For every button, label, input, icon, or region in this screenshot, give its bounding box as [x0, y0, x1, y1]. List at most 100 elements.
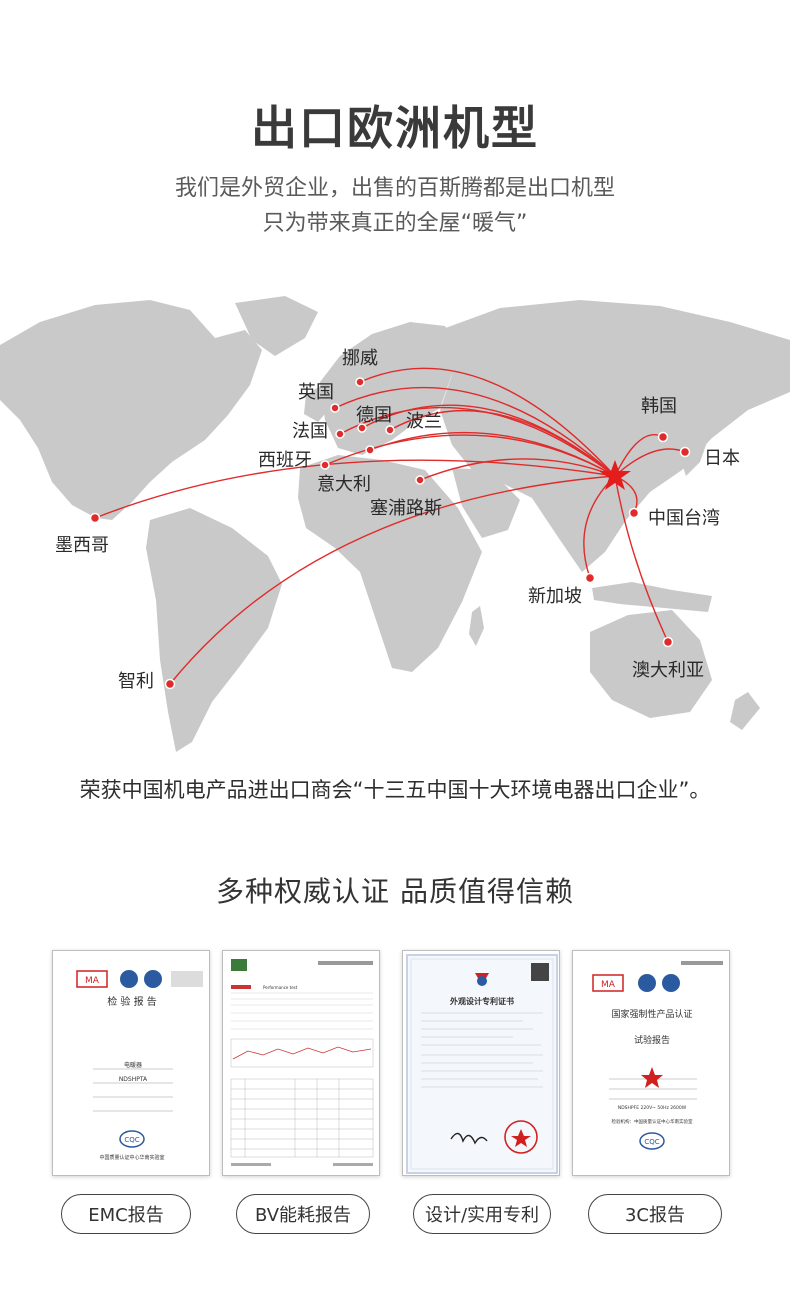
ccc-report-button[interactable]: 3C报告: [588, 1194, 722, 1234]
label-singapore: 新加坡: [528, 586, 582, 607]
svg-text:CQC: CQC: [124, 1136, 139, 1144]
label-italy: 意大利: [317, 474, 371, 495]
emc-product-name: 电暖器: [124, 1061, 142, 1069]
patent-button[interactable]: 设计/实用专利: [413, 1194, 551, 1234]
bv-report-document[interactable]: Performance test: [222, 950, 380, 1176]
landmass-south-america: [146, 508, 282, 752]
landmass-southeast-islands: [592, 582, 712, 612]
bv-doc-title: Performance test: [263, 985, 298, 990]
cma-logo-icon: MA: [76, 970, 108, 988]
dot-chile: [164, 678, 176, 690]
label-cyprus: 塞浦路斯: [370, 498, 442, 519]
cma-logo-icon: MA: [592, 974, 624, 992]
landmass-japan: [680, 408, 712, 476]
route-cyprus: [419, 458, 616, 481]
dot-mexico: [89, 512, 101, 524]
route-endpoints: [89, 377, 691, 690]
label-spain: 西班牙: [258, 450, 312, 471]
landmass-north-america: [0, 300, 262, 520]
ccc-doc-title: 国家强制性产品认证: [611, 1008, 692, 1020]
route-australia: [614, 475, 669, 643]
label-norway: 挪威: [342, 348, 378, 369]
ilac-logo-icon: [120, 970, 138, 988]
world-map: 挪威 英国 法国 德国 波兰 西班牙 意大利 塞浦路斯 墨西哥 智利 韩国 日本…: [0, 296, 790, 752]
label-chile: 智利: [118, 671, 154, 692]
ccc-report-document[interactable]: MA 国家强制性产品认证 试验报告 NDSHPFE 220V~ 50Hz 260…: [572, 950, 730, 1176]
landmass-madagascar: [469, 606, 484, 646]
landmass-asia: [440, 300, 790, 572]
route-singapore: [583, 475, 616, 579]
city-labels: 挪威 英国 法国 德国 波兰 西班牙 意大利 塞浦路斯 墨西哥 智利 韩国 日本…: [55, 348, 740, 692]
emc-doc-title: 检 验 报 告: [107, 995, 157, 1008]
landmass-arabia: [452, 468, 520, 538]
route-japan: [614, 448, 686, 477]
patent-doc-title: 外观设计专利证书: [450, 996, 514, 1006]
label-mexico: 墨西哥: [55, 535, 109, 556]
svg-text:CQC: CQC: [644, 1138, 659, 1146]
landmass-uk: [304, 385, 330, 422]
signature-icon: [450, 1132, 488, 1145]
label-taiwan: 中国台湾: [648, 508, 720, 529]
dot-australia: [662, 636, 674, 648]
dot-italy: [365, 445, 375, 455]
emc-issuer: 中国质量认证中心华南实验室: [99, 1154, 164, 1161]
cnas-logo-icon: [662, 974, 680, 992]
route-uk: [334, 386, 616, 477]
qr-code-icon: [531, 963, 549, 981]
dot-japan: [679, 446, 691, 458]
route-norway: [359, 367, 616, 477]
cqc-logo-icon: CQC: [119, 1130, 145, 1148]
svg-text:MA: MA: [601, 980, 616, 990]
ccc-model: NDSHPFE 220V~ 50Hz 2600W: [618, 1105, 687, 1111]
label-france: 法国: [292, 421, 328, 442]
dot-france: [335, 429, 345, 439]
label-japan: 日本: [704, 448, 740, 469]
landmass-greenland: [235, 296, 318, 356]
emc-report-document[interactable]: MA 检 验 报 告 电暖器 NDSHPTA CQC 中国质量认证中心华南实验室: [52, 950, 210, 1176]
label-australia: 澳大利亚: [632, 660, 704, 681]
route-italy: [369, 431, 616, 477]
bv-logo-icon: [231, 959, 247, 971]
certifications-title: 多种权威认证 品质值得信赖: [216, 875, 574, 908]
landmass-europe: [320, 322, 460, 455]
bv-report-button[interactable]: BV能耗报告: [236, 1194, 370, 1234]
bv-temperature-chart: [232, 1046, 372, 1060]
subtitle-line-2: 只为带来真正的全屋“暖气”: [262, 211, 528, 236]
patent-certificate-document[interactable]: 外观设计专利证书: [402, 950, 560, 1176]
ilac-logo-icon: [638, 974, 656, 992]
label-korea: 韩国: [641, 396, 677, 417]
subtitle-line-1: 我们是外贸企业，出售的百斯腾都是出口机型: [174, 176, 615, 201]
dot-taiwan: [628, 507, 640, 519]
page-title: 出口欧洲机型: [251, 101, 539, 155]
dot-norway: [355, 377, 365, 387]
emc-report-button[interactable]: EMC报告: [61, 1194, 191, 1234]
ccc-doc-subtitle: 试验报告: [634, 1034, 670, 1046]
dot-poland: [385, 425, 395, 435]
dot-uk: [330, 403, 340, 413]
dot-cyprus: [415, 475, 425, 485]
award-text: 荣获中国机电产品进出口商会“十三五中国十大环境电器出口企业”。: [79, 778, 711, 802]
route-poland: [389, 409, 616, 477]
cnas-logo-icon: [144, 970, 162, 988]
dot-singapore: [584, 572, 596, 584]
ccc-seal-icon: [641, 1067, 663, 1088]
landmass-new-zealand: [730, 692, 760, 730]
label-poland: 波兰: [406, 411, 442, 432]
china-star-icon: [599, 460, 631, 490]
label-uk: 英国: [298, 382, 334, 403]
emc-model: NDSHPTA: [119, 1076, 148, 1083]
ccc-issuer: 检验机构：中国质量认证中心华南实验室: [612, 1118, 693, 1125]
cqc-logo-icon: CQC: [639, 1132, 665, 1150]
continents: [0, 296, 790, 752]
official-seal-icon: [504, 1120, 538, 1154]
dot-spain: [320, 460, 330, 470]
patent-office-logo-icon: [475, 973, 489, 986]
route-mexico: [94, 459, 616, 519]
svg-text:MA: MA: [85, 976, 100, 986]
label-germany: 德国: [356, 405, 392, 426]
route-france: [339, 406, 616, 477]
dot-germany: [357, 423, 367, 433]
dot-korea: [657, 431, 669, 443]
route-chile: [169, 475, 616, 685]
landmass-australia: [590, 610, 712, 718]
